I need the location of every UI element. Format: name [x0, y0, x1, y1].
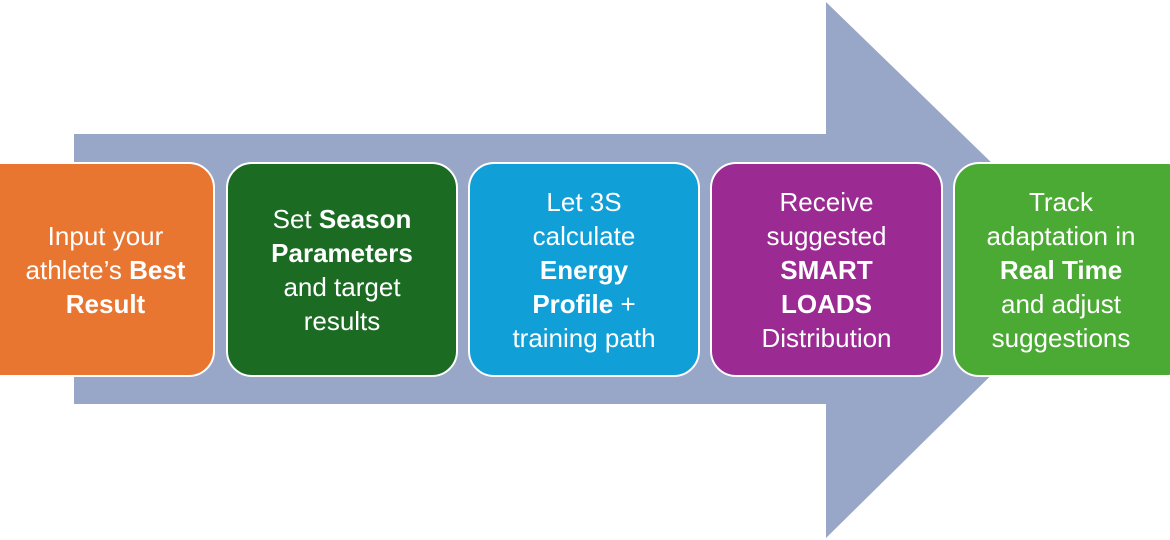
step-5-line-4: and adjust — [987, 287, 1136, 321]
step-4-line-2-run-1: suggested — [766, 220, 887, 251]
step-1-line-3-run-1: Result — [65, 288, 146, 319]
step-4-line-4: LOADS — [761, 287, 891, 321]
step-5-line-5: suggestions — [987, 321, 1136, 355]
step-3-line-1: Let 3S — [512, 185, 655, 219]
step-5-line-1: Track — [987, 185, 1136, 219]
step-4-line-1: Receive — [761, 185, 891, 219]
step-2-line-1: Set Season — [271, 202, 413, 236]
step-5-line-1-run-1: Track — [1028, 186, 1094, 217]
step-2-line-2-run-1: Parameters — [271, 237, 413, 268]
step-3-line-4-run-2: + — [613, 288, 636, 319]
step-4-line-2: suggested — [761, 219, 891, 253]
step-3-line-3: Energy — [512, 253, 655, 287]
step-2-line-1-run-2: Season — [318, 203, 412, 234]
step-3-line-5-run-1: training path — [512, 322, 656, 353]
step-5-line-4-run-1: and adjust — [1001, 288, 1121, 319]
step-3-line-2: calculate — [512, 219, 655, 253]
step-5-line-2: adaptation in — [987, 219, 1136, 253]
step-1-line-3: Result — [26, 287, 186, 321]
step-1-line-1: Input your — [26, 219, 186, 253]
step-4-line-3-run-1: SMART — [780, 254, 873, 285]
step-2-line-1-run-1: Set — [272, 203, 319, 234]
step-3-line-3-run-1: Energy — [539, 254, 629, 285]
step-3-line-4-run-1: Profile — [532, 288, 614, 319]
step-1-line-2-run-2: Best — [129, 254, 186, 285]
step-2-line-4: results — [271, 304, 413, 338]
step-4-line-4-run-1: LOADS — [781, 288, 872, 319]
step-3-line-4: Profile + — [512, 287, 655, 321]
step-2-line-2: Parameters — [271, 236, 413, 270]
step-2-line-4-run-1: results — [303, 305, 381, 336]
step-3-line-5: training path — [512, 321, 655, 355]
step-3-line-1-run-1: Let 3S — [546, 186, 622, 217]
step-2-line-3-run-1: and target — [283, 271, 401, 302]
step-4-line-1-run-1: Receive — [779, 186, 874, 217]
step-4-line-3: SMART — [761, 253, 891, 287]
step-5-line-3-run-1: Real Time — [999, 254, 1123, 285]
step-2-line-3: and target — [271, 270, 413, 304]
step-4-line-5-run-1: Distribution — [761, 322, 892, 353]
step-5-line-3: Real Time — [987, 253, 1136, 287]
step-5-line-2-run-1: adaptation in — [986, 220, 1136, 251]
step-3-line-2-run-1: calculate — [532, 220, 636, 251]
step-1-line-1-run-1: Input your — [47, 220, 164, 251]
step-4-line-5: Distribution — [761, 321, 891, 355]
step-5-line-5-run-1: suggestions — [991, 322, 1131, 353]
step-1-line-2-run-1: athlete’s — [25, 254, 130, 285]
step-1-line-2: athlete’s Best — [26, 253, 186, 287]
